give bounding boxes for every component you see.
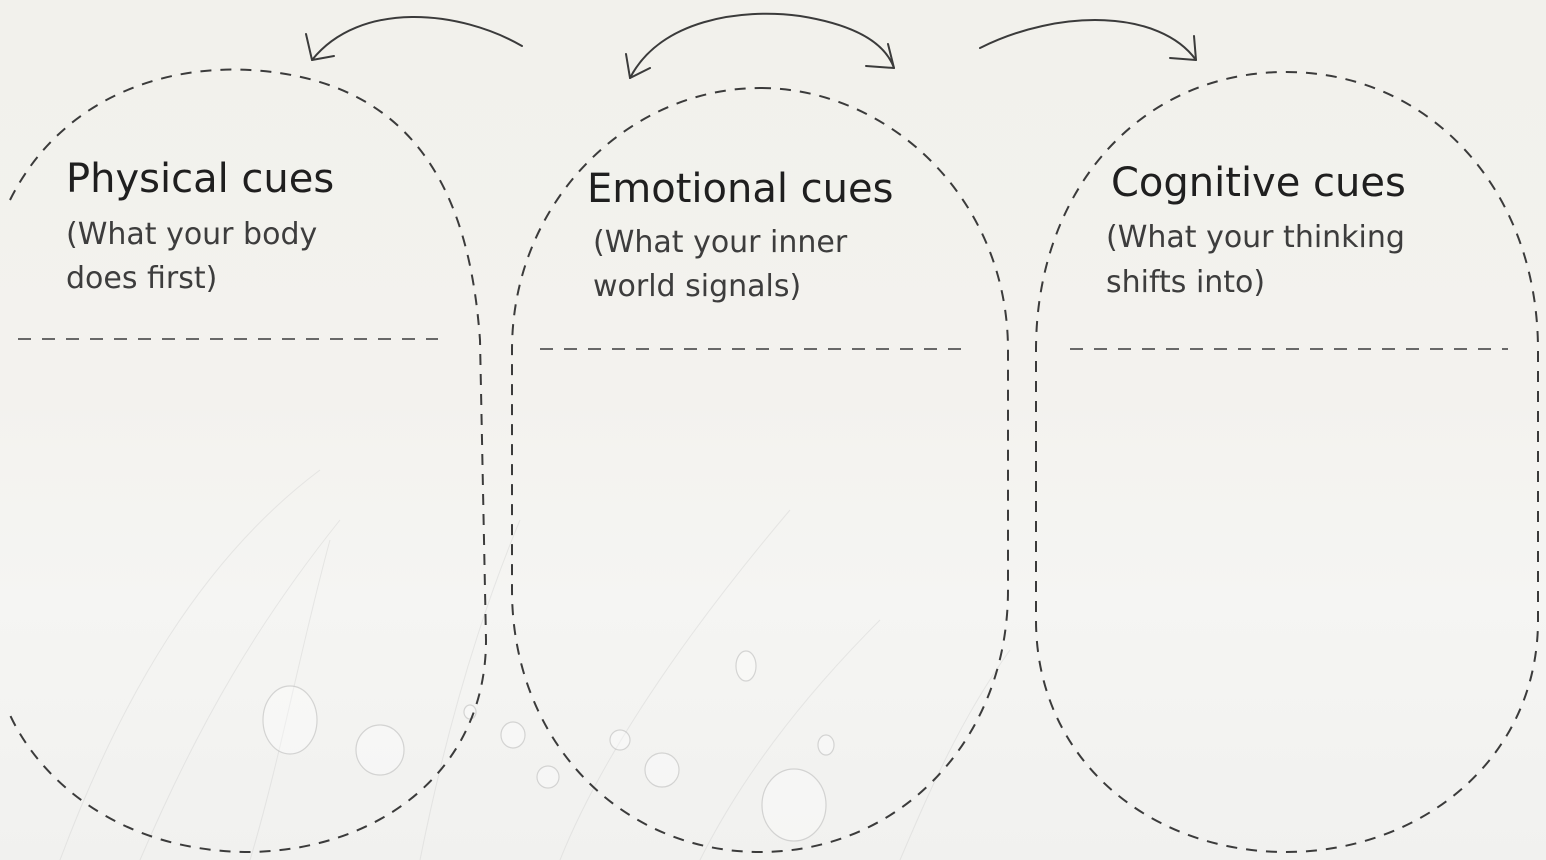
card-physical-title: Physical cues bbox=[66, 156, 334, 202]
card-physical-subtitle-line-2: does first) bbox=[66, 261, 217, 296]
background-droplets-grass bbox=[59, 469, 1011, 860]
card-physical: Physical cues (What your body does first… bbox=[9, 68, 488, 854]
card-emotional-title: Emotional cues bbox=[587, 166, 893, 212]
curved-arrow-icon bbox=[305, 16, 523, 61]
card-emotional-frame bbox=[511, 86, 1009, 854]
card-physical-frame bbox=[9, 68, 488, 854]
card-cognitive-title: Cognitive cues bbox=[1111, 160, 1406, 206]
card-cognitive-subtitle-line-2: shifts into) bbox=[1106, 265, 1265, 300]
card-emotional-subtitle-line-1: (What your inner bbox=[593, 225, 848, 260]
card-cognitive-frame bbox=[1035, 70, 1539, 854]
card-physical-subtitle-line-1: (What your body bbox=[66, 217, 317, 252]
card-emotional-subtitle-line-2: world signals) bbox=[593, 269, 801, 304]
card-cognitive: Cognitive cues (What your thinking shift… bbox=[1035, 70, 1539, 854]
curved-arrow-icon bbox=[979, 19, 1197, 61]
card-cognitive-subtitle-line-1: (What your thinking bbox=[1106, 220, 1405, 255]
double-curved-arrow-icon bbox=[625, 12, 895, 79]
card-emotional: Emotional cues (What your inner world si… bbox=[511, 86, 1009, 854]
